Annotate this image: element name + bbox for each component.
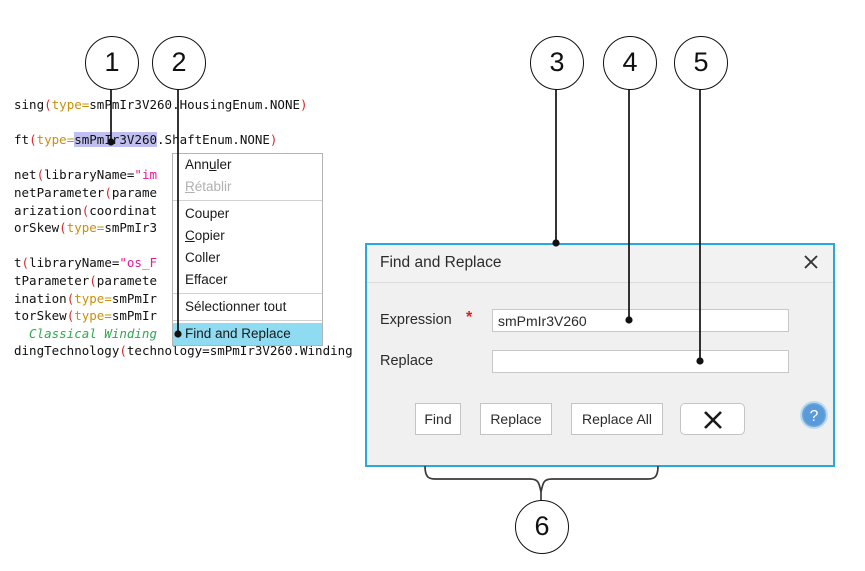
code-line [14,114,434,132]
code-token: smPmIr [111,290,158,306]
menu-separator [173,200,322,201]
code-line: netParameter(parame ) [14,184,434,202]
code-token: "im [134,167,157,183]
expression-input[interactable] [492,309,789,332]
callout-2: 2 [152,36,206,90]
callout-1: 1 [85,36,139,90]
code-token: ( [104,184,112,200]
code-token: ( [21,255,30,271]
close-icon[interactable] [801,252,821,272]
replace-input[interactable] [492,350,789,373]
dialog-close-button[interactable] [680,403,745,435]
code-token: tParameter [14,272,90,288]
code-token: torSkew [14,308,67,324]
menu-item-copier[interactable]: Copier [185,228,225,243]
callout-6: 6 [515,500,569,554]
code-token: "os_F [119,255,158,271]
code-line: dingTechnology(technology=smPmIr3V260.Wi… [14,342,434,360]
code-line: sing(type=smPmIr3V260.HousingEnum.NONE) [14,96,434,114]
menu-item-s-lectionner-tout[interactable]: Sélectionner tout [185,299,287,314]
close-x-icon [703,411,722,429]
mnemonic: R [185,179,195,194]
code-token: type= [51,97,90,112]
menu-item-annuler[interactable]: Annuler [185,157,232,172]
code-token: smPmIr3 [104,220,158,236]
replace-all-button[interactable]: Replace All [571,403,663,435]
find-button[interactable]: Find [415,403,461,435]
code-token: ( [119,343,127,359]
code-token: ( [89,272,97,288]
code-token: sing [14,97,45,112]
code-line: Classical Winding [14,325,434,343]
code-token: netParameter [14,184,105,200]
mnemonic: C [185,228,195,243]
callout-4: 4 [603,36,657,90]
code-token: type= [36,132,75,148]
code-line: torSkew(type=smPmIr ONE) [14,307,434,325]
required-marker: * [466,309,473,326]
code-token: dingTechnology [14,343,120,359]
code-token: .ShaftEnum.NONE [157,132,270,148]
code-token: type= [74,290,112,306]
code-token: type= [74,308,112,324]
code-token: ination [14,290,67,306]
code-token: technology= [126,343,210,359]
code-token: ) [300,97,308,112]
code-token: paramete [96,272,158,288]
expression-label: Expression [380,312,452,328]
code-token: libraryName= [44,167,135,183]
menu-item-coller[interactable]: Coller [185,250,221,265]
code-token: smPmIr [111,308,158,324]
find-and-replace-dialog[interactable]: Find and Replace Expression * Replace Fi… [365,243,835,467]
code-line: ft(type=smPmIr3V260.ShaftEnum.NONE) [14,131,434,149]
code-token: orSkew [14,220,60,236]
code-token: ( [44,97,52,112]
code-token: smPmIr3V260.Winding [209,343,353,359]
help-question-icon[interactable]: ? [800,401,828,429]
code-token: type= [66,220,105,236]
menu-item-effacer[interactable]: Effacer [185,272,228,287]
code-token: ( [66,290,75,306]
callout-brace-6 [424,465,659,493]
dialog-title: Find and Replace [380,254,502,271]
code-token: ( [59,220,67,236]
menu-separator [173,320,322,321]
code-token: ( [36,167,45,183]
code-token: ( [66,308,75,324]
code-token: ( [29,132,37,148]
code-token: t [14,255,22,271]
code-token: smPmIr3V260.HousingEnum.NONE [89,97,300,112]
menu-item-r-tablir: Rétablir [185,179,232,194]
code-token: ( [81,202,90,218]
callout-3: 3 [530,36,584,90]
replace-label: Replace [380,353,434,369]
code-token: net [14,167,37,183]
menu-item-couper[interactable]: Couper [185,206,230,221]
code-token: smPmIr3V260 [74,132,158,148]
code-token: coordinat [89,202,157,218]
code-token: parame [111,184,157,200]
callout-5: 5 [674,36,728,90]
code-token: ) [269,132,278,148]
mnemonic: u [209,157,217,172]
menu-item-find-and-replace[interactable]: Find and Replace [173,323,322,345]
code-token: ft [14,132,30,148]
replace-button[interactable]: Replace [480,403,552,435]
dialog-titlebar: Find and Replace [367,245,833,283]
code-editor-text[interactable]: sing(type=smPmIr3V260.HousingEnum.NONE) … [14,96,434,386]
code-token: arization [14,202,82,218]
code-token: Classical Winding [14,325,157,341]
svg-text:?: ? [810,408,819,425]
code-token: libraryName= [29,255,120,271]
menu-separator [173,293,322,294]
